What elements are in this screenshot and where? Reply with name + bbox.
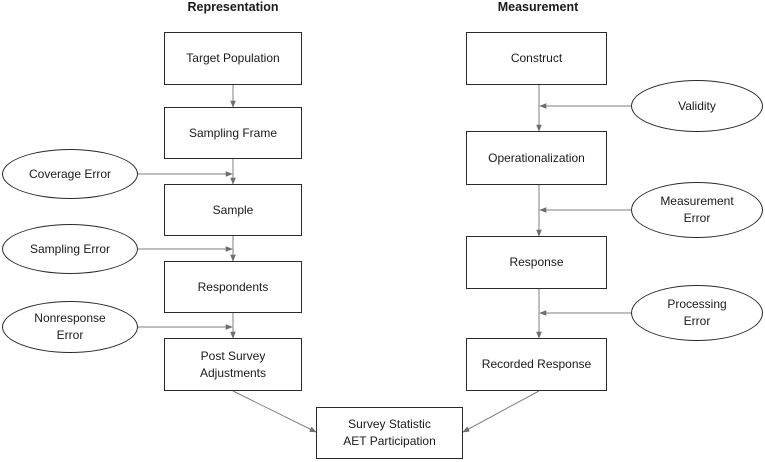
box-operationalization: Operationalization — [466, 131, 607, 185]
measurement-error-label-line2: Error — [683, 211, 711, 225]
target-population-label: Target Population — [186, 51, 280, 65]
coverage-error-label: Coverage Error — [28, 166, 112, 181]
nonresponse-label-line1: Nonresponse — [34, 311, 106, 325]
box-survey-statistic: Survey Statistic AET Participation — [316, 407, 463, 459]
sampling-frame-label: Sampling Frame — [188, 125, 278, 140]
measurement-header: Measurement — [497, 0, 579, 14]
box-sampling-frame: Sampling Frame — [164, 107, 302, 159]
respondents-label: Respondents — [197, 279, 269, 294]
box-post-survey-adjustments: Post Survey Adjustments — [164, 338, 302, 391]
arrow-recorded-to-outcome — [462, 390, 540, 433]
recorded-response-label: Recorded Response — [481, 357, 592, 371]
outcome-label-line1: Survey Statistic — [348, 417, 431, 431]
ellipse-nonresponse-error: Nonresponse Error — [2, 301, 138, 353]
ellipse-coverage-error: Coverage Error — [2, 149, 138, 199]
ellipse-processing-error: Processing Error — [631, 285, 763, 341]
nonresponse-label-line2: Error — [56, 328, 84, 342]
processing-error-label-line1: Processing — [667, 297, 727, 311]
box-recorded-response: Recorded Response — [466, 338, 607, 391]
post-survey-label-line1: Post Survey — [200, 348, 266, 363]
box-target-population: Target Population — [164, 32, 302, 85]
box-respondents: Respondents — [164, 261, 302, 313]
construct-label: Construct — [510, 51, 563, 65]
validity-label: Validity — [678, 98, 716, 113]
arrow-postsurvey-to-outcome — [232, 390, 317, 433]
response-label: Response — [509, 255, 564, 269]
box-sample: Sample — [164, 184, 302, 236]
sample-label: Sample — [212, 202, 254, 217]
box-construct: Construct — [466, 32, 607, 85]
post-survey-label-line2: Adjustments — [199, 365, 267, 380]
sampling-error-label: Sampling Error — [29, 241, 111, 256]
ellipse-measurement-error: Measurement Error — [631, 182, 763, 238]
ellipse-sampling-error: Sampling Error — [2, 224, 138, 274]
processing-error-label-line2: Error — [683, 314, 711, 328]
operationalization-label: Operationalization — [488, 150, 585, 165]
measurement-error-label-line1: Measurement — [660, 194, 734, 208]
representation-header: Representation — [187, 0, 279, 14]
box-response: Response — [466, 236, 607, 289]
outcome-label-line2: AET Participation — [343, 434, 436, 448]
ellipse-validity: Validity — [631, 80, 763, 132]
